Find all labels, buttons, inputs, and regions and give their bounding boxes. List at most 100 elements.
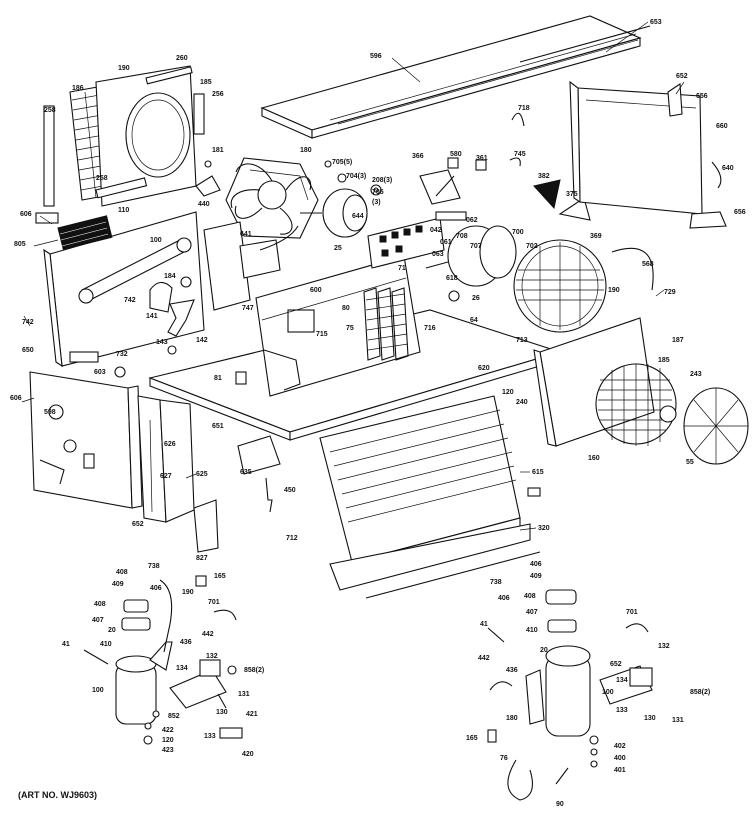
callout-143: 143	[156, 339, 168, 346]
callout-742b: 742	[124, 297, 136, 304]
callout-625: 625	[196, 471, 208, 478]
callout-450: 450	[284, 487, 296, 494]
callout-41b: 41	[480, 621, 488, 628]
callout-406c: 406	[498, 595, 510, 602]
control-bracket	[203, 221, 299, 311]
callout-133: 133	[204, 733, 216, 740]
callout-827: 827	[196, 555, 208, 562]
callout-185b: 185	[658, 357, 670, 364]
callout-258: 258	[44, 107, 56, 114]
callout-64: 64	[470, 317, 478, 324]
fan-shroud-assembly	[43, 65, 205, 207]
callout-75: 75	[346, 325, 354, 332]
callout-366: 366	[412, 153, 424, 160]
callout-421: 421	[246, 711, 258, 718]
left-bulkhead	[35, 211, 205, 368]
callout-701b: 701	[626, 609, 638, 616]
art-number: (ART NO. WJ9603)	[18, 790, 98, 800]
callout-442: 442	[202, 631, 214, 638]
callout-133b: 133	[616, 707, 628, 714]
callout-702: 702	[526, 243, 538, 250]
callout-401: 401	[614, 767, 626, 774]
callout-131: 131	[238, 691, 250, 698]
callout-568: 568	[642, 261, 654, 268]
blower-motor	[425, 225, 654, 333]
callout-420: 420	[242, 751, 254, 758]
callout-71: 71	[398, 265, 406, 272]
callout-410b: 410	[526, 627, 538, 634]
callout-3: (3)	[372, 199, 381, 206]
top-cover	[260, 15, 651, 139]
callout-718: 718	[518, 105, 530, 112]
callout-732: 732	[116, 351, 128, 358]
callout-596: 596	[370, 53, 382, 60]
callout-190: 190	[118, 65, 130, 72]
callout-627: 627	[160, 473, 172, 480]
callout-618: 618	[446, 275, 458, 282]
callout-745: 745	[514, 151, 526, 158]
callout-130b: 130	[644, 715, 656, 722]
callout-185: 185	[200, 79, 212, 86]
callout-160: 160	[588, 455, 600, 462]
callout-652b: 652	[132, 521, 144, 528]
compressor-right	[487, 589, 653, 801]
callout-738b: 738	[490, 579, 502, 586]
callout-641: 641	[240, 231, 252, 238]
callout-598: 598	[44, 409, 56, 416]
callout-120: 120	[502, 389, 514, 396]
callout-80: 80	[342, 305, 350, 312]
callout-600: 600	[310, 287, 322, 294]
callout-142: 142	[196, 337, 208, 344]
callout-100c: 100	[602, 689, 614, 696]
callout-852: 852	[168, 713, 180, 720]
callout-180: 180	[300, 147, 312, 154]
callout-580: 580	[450, 151, 462, 158]
callout-110: 110	[118, 207, 129, 214]
callout-705a: 705(5)	[332, 159, 352, 166]
callout-41: 41	[62, 641, 70, 648]
callout-165b: 165	[466, 735, 478, 742]
fan-motor	[300, 188, 368, 238]
callout-20b: 20	[540, 647, 548, 654]
callout-407: 407	[92, 617, 104, 624]
callout-620: 620	[478, 365, 490, 372]
selector-switch	[367, 211, 467, 269]
callout-186: 186	[72, 85, 84, 92]
callout-712: 712	[286, 535, 298, 542]
right-side-panel	[569, 80, 727, 229]
compressor-left	[83, 575, 243, 745]
callout-640: 640	[722, 165, 734, 172]
evaporator-coil	[319, 395, 541, 599]
callout-243: 243	[690, 371, 702, 378]
callout-408: 408	[116, 569, 128, 576]
fan-blade	[225, 157, 319, 239]
callout-130: 130	[216, 709, 228, 716]
callout-061: 061	[440, 239, 452, 246]
callout-700: 700	[512, 229, 524, 236]
callout-656: 656	[696, 93, 708, 100]
callout-190b: 190	[608, 287, 620, 294]
callout-644: 644	[352, 213, 364, 220]
callout-184: 184	[164, 273, 176, 280]
callout-260: 260	[176, 55, 188, 62]
callout-26: 26	[472, 295, 480, 302]
callout-606b: 606	[10, 395, 22, 402]
callout-042: 042	[430, 227, 442, 234]
callout-100b: 100	[92, 687, 104, 694]
callout-76: 76	[500, 755, 508, 762]
callout-55: 55	[686, 459, 694, 466]
callout-400: 400	[614, 755, 626, 762]
callout-20: 20	[108, 627, 116, 634]
callout-708: 708	[456, 233, 468, 240]
callout-704: 704(3)	[346, 173, 366, 180]
callout-240: 240	[516, 399, 528, 406]
callout-409b: 409	[530, 573, 542, 580]
callout-90: 90	[556, 801, 564, 808]
callout-375: 375	[566, 191, 578, 198]
callout-653: 653	[650, 19, 662, 26]
callout-716: 716	[424, 325, 436, 332]
callout-406b: 406	[530, 561, 542, 568]
small-clips	[195, 160, 382, 197]
callout-650: 650	[22, 347, 34, 354]
